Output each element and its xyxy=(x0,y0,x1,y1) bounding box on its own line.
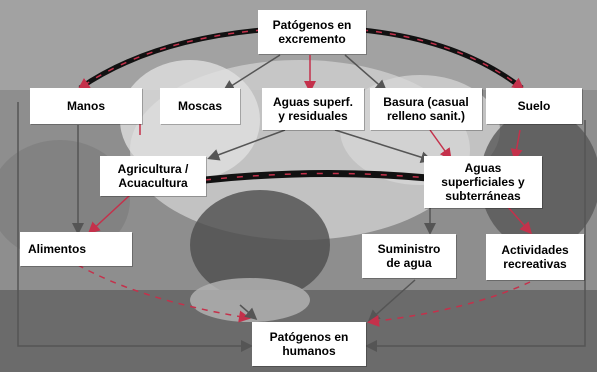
arrow-top-to-suelo xyxy=(361,27,524,90)
node-aguas-superficiales-residuales: Aguas superf. y residuales xyxy=(262,88,364,130)
node-aguas-superficiales-subterraneas: Aguas superficiales y subterráneas xyxy=(424,156,542,208)
node-patogenos-excremento: Patógenos en excremento xyxy=(258,10,366,54)
arrow-top-to-basura xyxy=(344,54,388,92)
arrow-top-to-moscas xyxy=(222,54,281,92)
arrow-actividades-to-bottom xyxy=(367,281,531,327)
arrow-left-outer xyxy=(17,102,253,352)
node-actividades-recreativas: Actividades recreativas xyxy=(486,234,584,280)
node-basura: Basura (casual relleno sanit.) xyxy=(370,88,482,130)
node-manos: Manos xyxy=(30,88,142,124)
arrow-top-to-manos xyxy=(78,27,263,91)
node-alimentos: Alimentos xyxy=(20,232,132,266)
node-patogenos-humanos: Patógenos en humanos xyxy=(252,322,366,366)
node-moscas: Moscas xyxy=(160,88,240,124)
node-suministro-agua: Suministro de agua xyxy=(362,234,456,278)
arrow-alimentos-to-bottom xyxy=(77,264,251,323)
node-agricultura-acuacultura: Agricultura / Acuacultura xyxy=(100,156,206,196)
node-suelo: Suelo xyxy=(486,88,582,124)
